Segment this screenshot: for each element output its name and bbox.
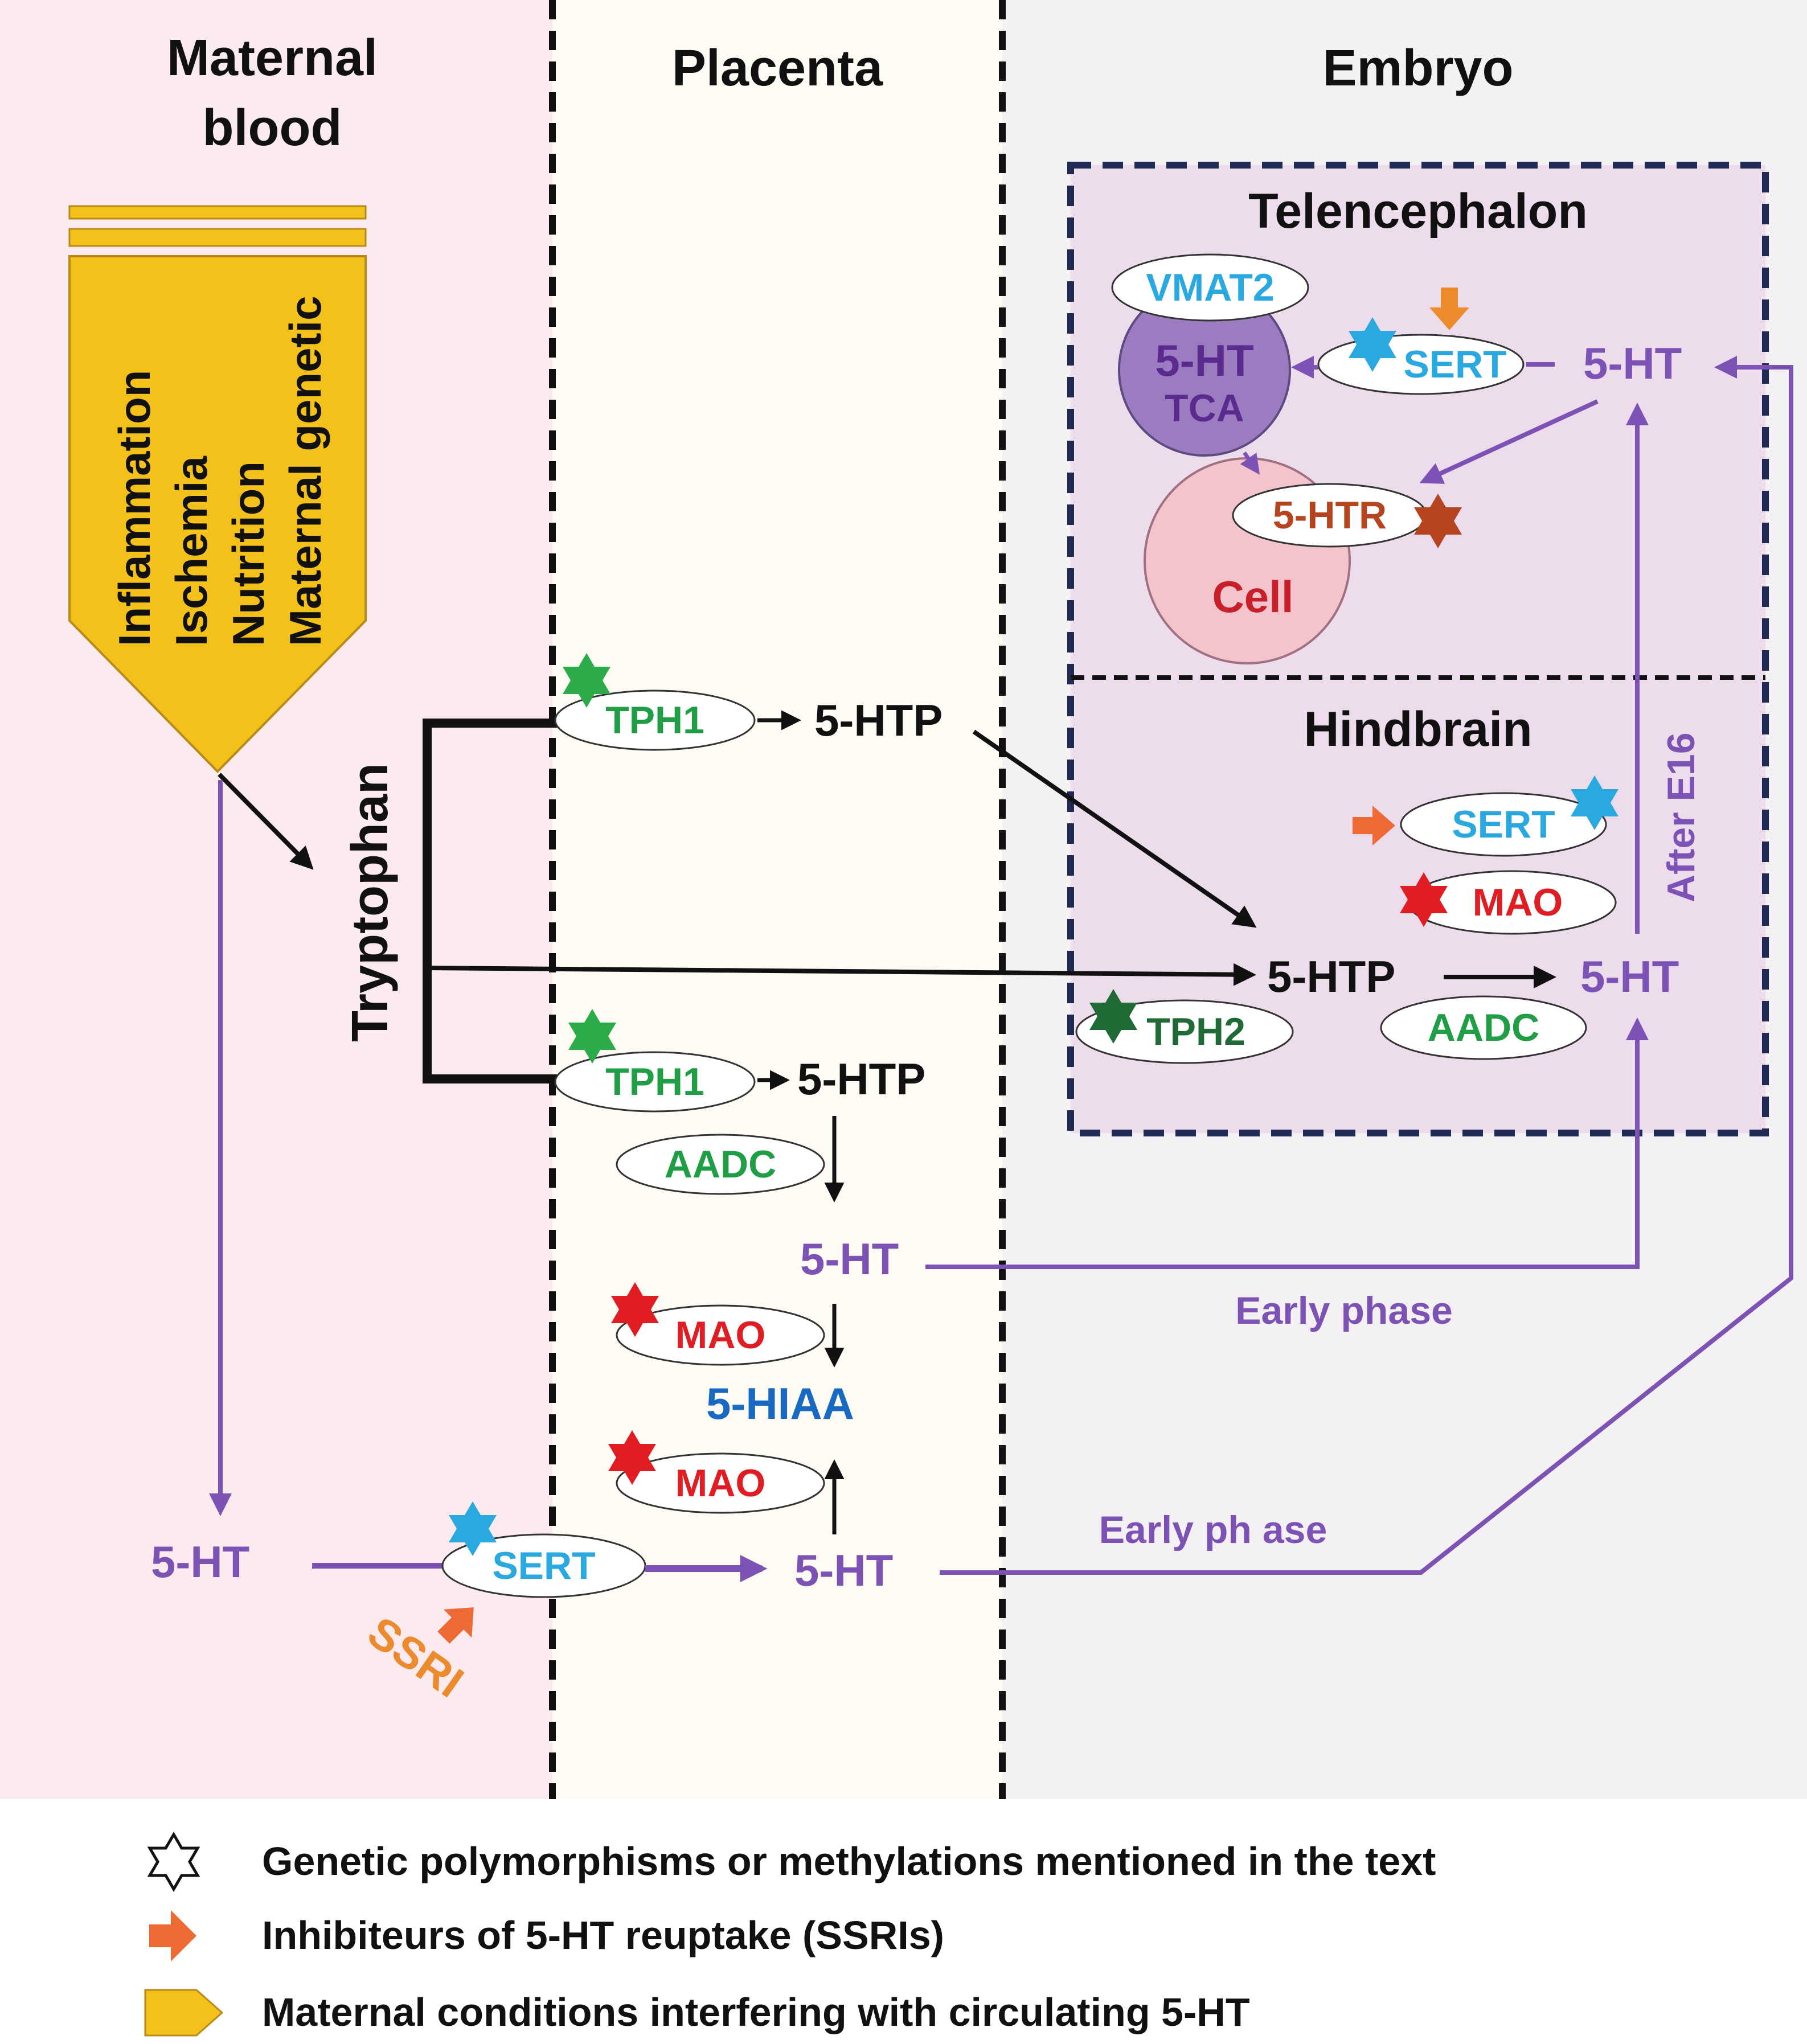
embryo-title: Embryo: [1322, 40, 1513, 97]
htp-upper-label: 5-HTP: [814, 695, 943, 745]
legend-star-text: Genetic polymorphisms or methylations me…: [262, 1839, 1436, 1883]
star-tph1-lower: [568, 1009, 616, 1064]
early-phase-label-1: Early phase: [1235, 1289, 1453, 1332]
ssri-arrow-hindbrain: [1353, 806, 1395, 845]
vmat2-label: VMAT2: [1146, 266, 1274, 309]
star-sert-hindbrain: [1571, 775, 1618, 830]
star-mao-hindbrain: [1400, 872, 1448, 927]
star-tph1-upper: [563, 653, 610, 708]
tca-label: TCA: [1165, 387, 1244, 430]
hindbrain-title: Hindbrain: [1304, 702, 1532, 757]
early-phase-label-2: Early ph ase: [1099, 1508, 1327, 1552]
mao-lower-ellipse: [616, 1452, 825, 1514]
mao-lower-label: MAO: [675, 1462, 766, 1505]
hindbrain-5htp: 5-HTP: [1267, 951, 1395, 1002]
cell-label: Cell: [1212, 572, 1293, 622]
gold-bar-top: [68, 205, 367, 220]
tryptophan-label: Tryptophan: [342, 763, 399, 1042]
htr-label: 5-HTR: [1273, 494, 1387, 537]
maternal-title-line1: Maternal: [167, 30, 378, 87]
legend-star-icon: [147, 1832, 200, 1892]
tryptophan-to-hindbrain-arrow: [427, 963, 1256, 986]
telencephalon-5ht: 5-HT: [1583, 338, 1682, 388]
condition-inflammation: Inflammation: [109, 370, 159, 646]
tca-5ht-label: 5-HT: [1155, 335, 1253, 385]
star-htr: [1414, 494, 1462, 548]
star-mao-upper: [611, 1282, 659, 1337]
star-sert-placenta: [449, 1501, 497, 1556]
early-phase-path-2: [940, 356, 1793, 1575]
condition-ischemia: Ischemia: [166, 456, 216, 646]
maternal-conditions-shape: Inflammation Ischemia Nutrition Maternal…: [68, 205, 367, 773]
sert-hindbrain-ellipse: [1400, 792, 1607, 857]
htp-to-hindbrain-arrow: [972, 729, 1257, 928]
placenta-column-bg: [552, 0, 1002, 1799]
tph1-upper-ellipse: [554, 689, 756, 751]
early-phase-path: [925, 1017, 1649, 1269]
placenta-5ht-uptake: 5-HT: [794, 1545, 893, 1595]
tryptophan-bracket: [423, 719, 564, 1083]
sert-telencephalon-label: SERT: [1403, 343, 1506, 386]
condition-maternal-genetic: Maternal genetic: [280, 295, 330, 646]
tph1-upper-label: TPH1: [605, 699, 704, 742]
maternal-title-line2: blood: [203, 100, 342, 157]
telencephalon-title: Telencephalon: [1248, 184, 1588, 239]
star-tph2: [1089, 989, 1137, 1044]
tph1-lower-ellipse: [554, 1051, 756, 1113]
after-e16-label: After E16: [1660, 732, 1703, 902]
legend-arrow-icon: [149, 1910, 196, 1961]
placenta-title: Placenta: [672, 40, 883, 97]
legend: Genetic polymorphisms or methylations me…: [144, 1832, 1436, 2037]
ssri-arrow-placenta: [437, 1607, 474, 1644]
aadc-hindbrain-label: AADC: [1428, 1006, 1539, 1049]
maternal-5ht: 5-HT: [151, 1537, 249, 1587]
tph2-ellipse: [1075, 999, 1294, 1064]
aadc-hindbrain-ellipse: [1380, 995, 1587, 1060]
sert-placenta-label: SERT: [492, 1544, 595, 1587]
placenta-5ht-synth: 5-HT: [800, 1234, 899, 1284]
hindbrain-5ht: 5-HT: [1580, 951, 1679, 1002]
ssri-arrow-telencephalon: [1429, 288, 1469, 330]
aadc-placenta-ellipse: [616, 1134, 825, 1195]
vmat2-ellipse: [1111, 253, 1309, 322]
tph1-lower-label: TPH1: [605, 1060, 704, 1103]
conditions-pentagon: [68, 255, 367, 773]
tph2-label: TPH2: [1146, 1010, 1245, 1053]
legend-pentagon-icon: [144, 1989, 224, 2037]
mao-hindbrain-label: MAO: [1473, 881, 1563, 924]
sert-hindbrain-label: SERT: [1452, 803, 1555, 846]
legend-pentagon-text: Maternal conditions interfering with cir…: [262, 1990, 1250, 2034]
tca-to-cell-arrow: [1240, 451, 1260, 475]
conditions-to-tryptophan-arrow: [218, 773, 314, 870]
mao-upper-label: MAO: [675, 1314, 766, 1357]
legend-arrow-text: Inhibiteurs of 5-HT reuptake (SSRIs): [262, 1913, 944, 1957]
star-sert-telencephalon: [1349, 317, 1396, 372]
aadc-placenta-label: AADC: [665, 1143, 776, 1186]
mao-upper-ellipse: [616, 1304, 825, 1366]
hiaa-label: 5-HIAA: [706, 1378, 854, 1429]
star-mao-lower: [608, 1430, 656, 1485]
htp-lower-label: 5-HTP: [797, 1054, 925, 1104]
5ht-to-htr-arrow: [1419, 399, 1599, 484]
condition-nutrition: Nutrition: [223, 461, 273, 646]
gold-bar-second: [68, 228, 367, 247]
